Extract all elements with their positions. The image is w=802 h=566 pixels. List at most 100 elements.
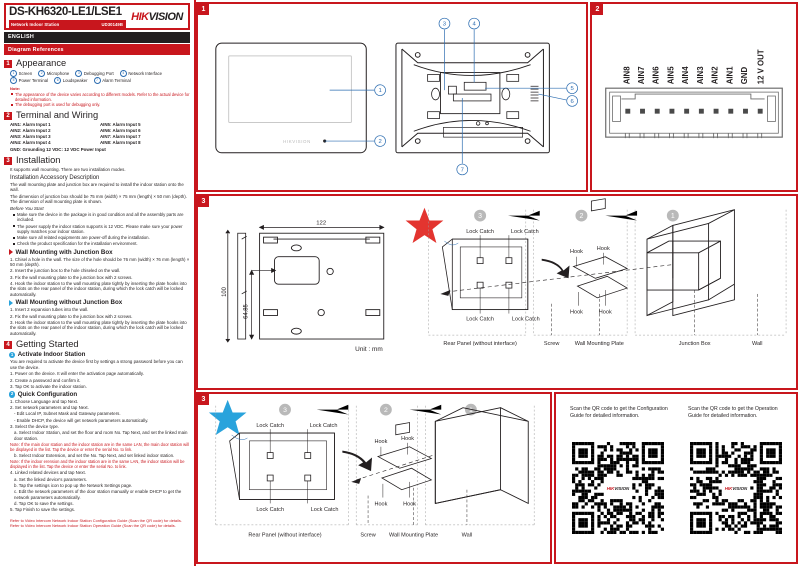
hook-label: Hook [570,310,583,316]
appearance-note: The appearance of the device varies acco… [11,92,190,102]
unit-label: Unit : mm [355,346,383,353]
activate-step: 1. Power on the device. It will enter th… [10,371,144,377]
appearance-diagram: HIKVISION 1 2 [198,4,586,190]
quick-step: 3. Select the device type. [10,423,60,429]
before-start-bullet: Make sure the device in the package is i… [13,212,190,223]
without-jb-step: 3. Hook the indoor station to the wall m… [10,319,187,336]
without-jb-step: 1. Insert 2 expansion tubes into the wal… [10,307,89,313]
wiring-item: AIN3: Alarm Input 3 [10,134,51,140]
panel-installation-without-junction-box: 3 1 2 3 [196,392,552,564]
caption-wall: Wall [462,533,473,539]
hook-label: Hook [374,439,387,445]
wiring-item: AIN6: Alarm Input 6 [100,127,141,133]
title-left: DS-KH6320-LE1/LSE1 Network Indoor Statio… [6,5,126,28]
wall-mounting-without-jb-title: Wall Mounting without Junction Box [15,299,123,307]
dim-width-label: 122 [316,220,326,226]
wall-mounting-with-jb-title: Wall Mounting with Junction Box [15,248,113,256]
without-jb-step: 2. Fix the wall mounting plate to the ju… [10,313,133,319]
left-text-column: DS-KH6320-LE1/LSE1 Network Indoor Statio… [0,0,196,566]
before-you-start-heading: Before You Start [10,206,44,212]
with-jb-step: 1. Chisel a hole in the wall. The size o… [10,256,190,268]
wiring-item: AIN1: Alarm Input 1 [10,121,51,127]
brand-hik-text: HIK [131,10,149,23]
lock-catch-label: Lock Catch [311,507,339,513]
qr-code-configuration[interactable]: HIKVISION [572,442,664,534]
brand-logo: HIKVISION [126,5,188,28]
svg-text:HIKVISION: HIKVISION [607,486,630,491]
terminal-label: GND [740,67,749,85]
svg-text:6: 6 [570,99,574,105]
legend-label: Screen [18,70,33,76]
qr-operation-block: Scan the QR code to get the Operation Gu… [688,406,788,420]
legend-number-icon: 3 [75,69,83,77]
panel-terminal: 2 AIN8 AIN7 AIN6 AIN5 AIN4 AIN3 AIN2 AIN… [590,2,798,192]
caption-wall: Wall [752,341,763,347]
appearance-note: The debugging port is used for debugging… [11,102,190,107]
quick-step: d. Tap OK to save the settings. [14,500,74,506]
panel-installation-with-junction-box: 3 100 [196,194,798,390]
legend-label: Alarm Terminal [102,78,131,84]
terminal-wiring-list: AIN1: Alarm Input 1 AIN5: Alarm Input 5 … [10,122,190,153]
note-label: Note: [10,86,21,92]
quick-step: 1. Choose Language and tap Next. [10,398,79,404]
legend-label: Power Terminal [18,78,49,84]
section-number-4: 4 [4,340,12,349]
with-jb-step: 2. Insert the junction box to the hole c… [10,268,121,274]
svg-text:3: 3 [283,407,287,414]
hook-label: Hook [597,246,610,252]
doc-code: UD30149B [101,21,123,27]
svg-text:1: 1 [378,88,381,94]
quick-config-title: Quick Configuration [17,390,78,398]
quick-step: b. Select Indoor Extension, and set the … [14,452,175,458]
panel-number-1: 1 [198,4,209,15]
legend-label: Debugging Port [83,70,114,76]
footer-references: Refer to Video Intercom Network Indoor S… [10,518,190,528]
language-bar: ENGLISH [4,32,190,43]
svg-text:HIKVISION: HIKVISION [283,139,311,144]
activate-step: 3. Tap OK to activate the indoor station… [10,383,87,389]
before-start-bullet: The power supply the indoor station supp… [13,224,190,235]
caption-wall-mounting-plate: Wall Mounting Plate [389,533,438,539]
quick-step-note: Note: If the main door station and the i… [10,441,189,452]
quick-step: c. Edit the network parameters of the do… [14,489,182,500]
dim-height-label: 100 [222,286,228,296]
page-title: DS-KH6320-LE1/LSE1 [9,5,122,18]
svg-text:4: 4 [473,22,477,28]
diagram-references-bar: Diagram References [4,44,190,56]
section-title-installation: Installation [16,155,61,166]
lock-catch-label: Lock Catch [511,229,539,235]
quick-step: b. Tap the settings icon to pop up the N… [14,482,133,488]
activate-intro: You are required to activate the device … [10,359,183,370]
quick-step: 5. Tap Finish to save the settings. [10,507,76,513]
qr-code-operation[interactable]: HIKVISION [690,442,782,534]
legend-number-icon: 5 [10,77,17,85]
section-appearance-heading: 1 Appearance [4,58,190,69]
panel-number-3b: 3 [198,394,209,405]
terminal-diagram: AIN8 AIN7 AIN6 AIN5 AIN4 AIN3 AIN2 AIN1 … [592,4,796,190]
wiring-item: AIN4: Alarm Input 4 [10,140,51,146]
svg-text:7: 7 [461,167,464,173]
step-badge-1: 1 [9,351,16,358]
svg-text:2: 2 [378,139,381,145]
lock-catch-label: Lock Catch [256,507,284,513]
section-number-1: 1 [4,59,12,68]
panel-number-2: 2 [592,4,603,15]
footer-reference-line: Refer to Video Intercom Network Indoor S… [10,522,176,528]
with-jb-step: 3. Fix the wall mounting plate to the ju… [10,274,133,280]
section-terminal-heading: 2 Terminal and Wiring [4,110,190,121]
quick-step: a. Select Indoor Station, and set the fl… [14,430,188,441]
terminal-label: AIN5 [666,66,675,84]
arrow-right-icon [9,299,13,306]
svg-text:5: 5 [570,86,574,92]
lock-catch-label: Lock Catch [512,316,540,322]
wall-mounting-with-jb-heading: Wall Mounting with Junction Box [9,249,190,256]
wiring-item: AIN2: Alarm Input 2 [10,127,51,133]
quick-step: a. Set the linked device's parameters. [14,476,88,482]
terminal-label: AIN7 [637,66,646,84]
quick-step-note: Note: If the indoor erension and the ind… [10,459,185,470]
section-title-terminal: Terminal and Wiring [16,109,99,120]
